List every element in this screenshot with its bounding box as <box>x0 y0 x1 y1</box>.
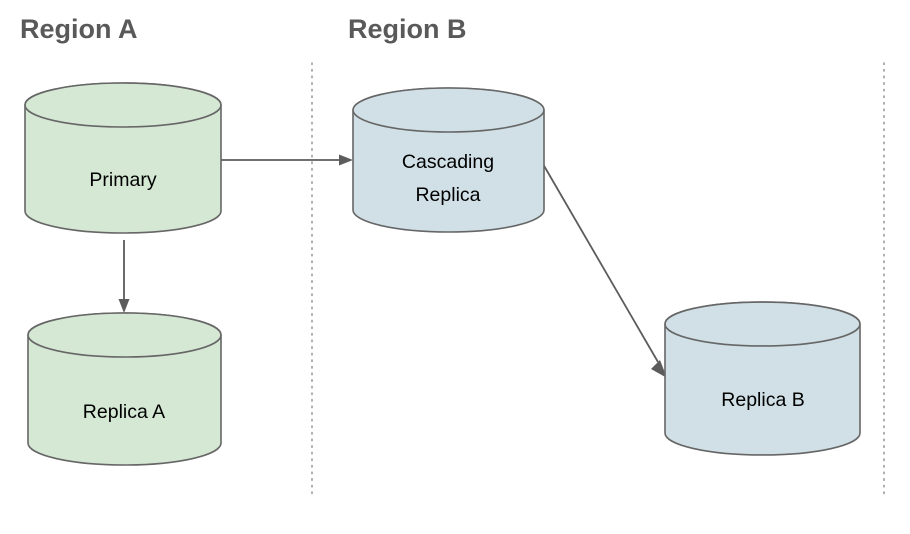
region-a-title: Region A <box>20 14 138 44</box>
node-primary[interactable]: Primary <box>24 82 222 234</box>
replica-b-cylinder-top <box>664 301 861 347</box>
replica-b-label: Replica B <box>721 389 804 411</box>
node-cascading-replica[interactable]: Cascading Replica <box>352 87 545 233</box>
edge-line <box>542 163 659 363</box>
arrowhead-icon <box>651 360 667 378</box>
replica-a-label: Replica A <box>83 401 165 423</box>
edge-primary-to-replica-a <box>118 240 130 313</box>
replica-a-cylinder-top <box>27 312 222 358</box>
edge-cascading-replica-to-replica-b <box>542 163 667 378</box>
arrowhead-icon <box>118 299 130 313</box>
node-replica-b[interactable]: Replica B <box>664 301 861 456</box>
edge-primary-to-cascading-replica <box>221 154 353 166</box>
cascading-replica-cylinder-top <box>352 87 545 133</box>
arrowhead-icon <box>339 154 353 166</box>
cascading-replica-label-line1: Cascading <box>402 151 494 173</box>
primary-cylinder-top <box>24 82 222 128</box>
primary-label: Primary <box>89 169 156 191</box>
cascading-replica-label-line2: Replica <box>415 184 480 206</box>
region-b-title: Region B <box>348 14 467 44</box>
node-replica-a[interactable]: Replica A <box>27 312 222 466</box>
